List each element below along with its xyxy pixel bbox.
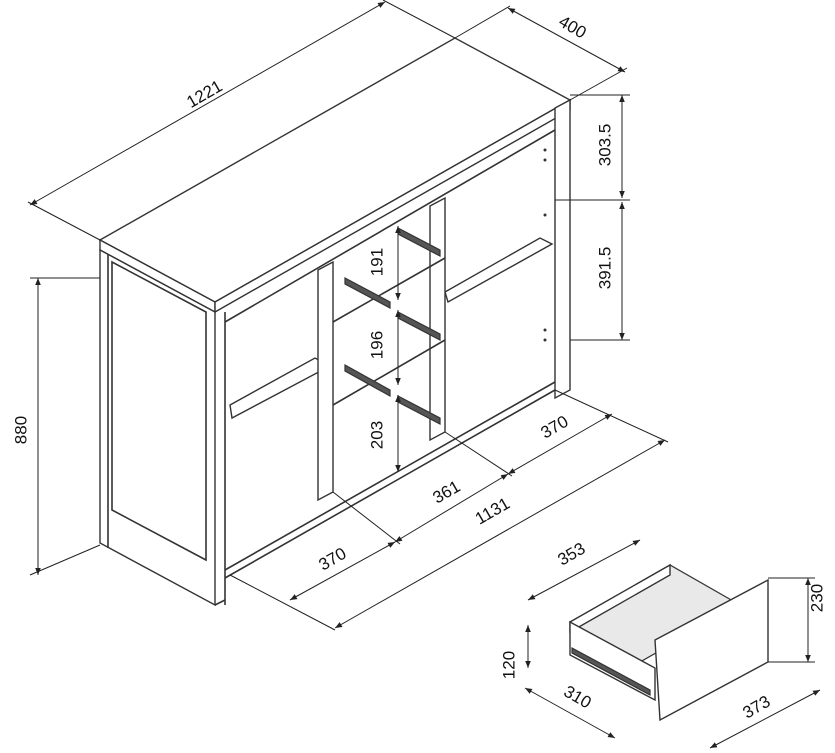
dim-drawer-depth: 310 — [560, 682, 594, 713]
dim-drawer-front-width: 373 — [739, 692, 773, 723]
drawer-runner — [571, 646, 651, 697]
left-divider — [317, 260, 334, 502]
drawer-runner — [344, 277, 391, 309]
left-side-panel — [99, 248, 216, 607]
back-right-leg — [554, 98, 571, 400]
bottom-front-rail — [224, 389, 556, 579]
drawer-rail-mid — [332, 339, 446, 406]
right-shelf — [444, 237, 554, 304]
right-divider — [429, 196, 446, 442]
dim-drawer-gap-top: 191 — [367, 248, 386, 276]
dim-upper-shelf-height: 303.5 — [595, 124, 614, 167]
shelf-pin-holes — [543, 148, 547, 342]
dim-overall-depth: 400 — [555, 12, 589, 43]
dim-drawer-gap-middle: 196 — [367, 331, 386, 359]
dim-drawer-inner-width: 353 — [554, 539, 588, 570]
dim-lower-shelf-height: 391.5 — [595, 247, 614, 290]
back-top-edge — [224, 129, 556, 323]
drawer-near-side — [569, 620, 656, 702]
drawer-runner — [344, 363, 391, 398]
dim-drawer-front-height: 230 — [807, 584, 826, 612]
drawer-rail-top — [332, 257, 446, 323]
left-side-inner-frame — [111, 260, 207, 562]
dim-overall-width: 1221 — [183, 76, 225, 111]
left-shelf — [229, 357, 332, 420]
dimension-lines — [27, 0, 669, 631]
dim-right-compartment-width: 370 — [537, 412, 571, 443]
sideboard-cabinet — [98, 37, 572, 607]
dim-drawer-gap-bottom: 203 — [367, 421, 386, 449]
drawer-detail — [524, 539, 821, 749]
dim-drawer-side-height: 120 — [499, 651, 518, 679]
dim-inner-width: 1131 — [472, 494, 513, 529]
dim-middle-compartment-width: 361 — [429, 477, 463, 508]
leg-foot — [214, 599, 226, 606]
dim-overall-height: 880 — [11, 416, 30, 444]
